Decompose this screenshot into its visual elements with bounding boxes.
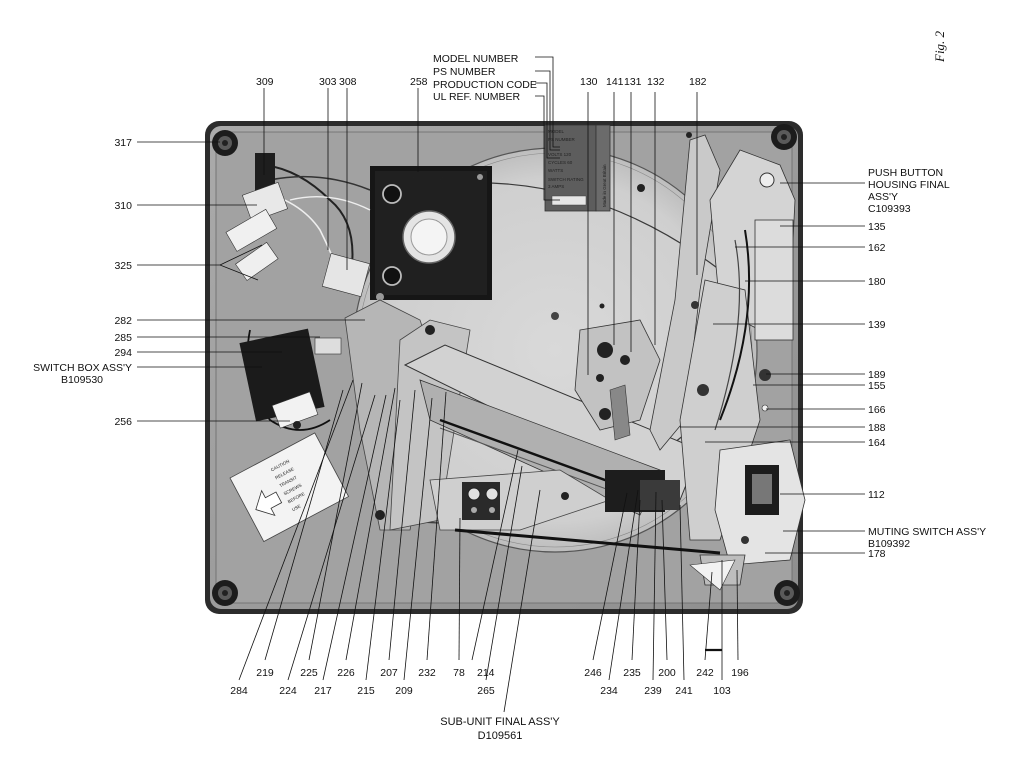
callout-235: 235: [623, 667, 641, 679]
push-button-line-2: HOUSING FINAL: [868, 179, 950, 191]
callout-209: 209: [395, 685, 413, 697]
rating-plate-line-6: 3 AMPS: [548, 184, 564, 189]
foot-top-right: [771, 124, 797, 150]
callout-215: 215: [357, 685, 375, 697]
rating-plate: MODEL PS NUMBER VOLTS 120 CYCLES 60 WATT…: [544, 124, 611, 212]
callout-325: 325: [114, 260, 132, 272]
callout-225: 225: [300, 667, 318, 679]
made-in-text: Made in Great Britain: [602, 164, 607, 207]
callout-317: 317: [114, 137, 132, 149]
caution-line-5: USE: [291, 503, 302, 512]
callout-310: 310: [114, 200, 132, 212]
foot-top-left: [212, 130, 238, 156]
foot-bottom-left: [212, 580, 238, 606]
info-label-ps-number: PS NUMBER: [433, 66, 496, 78]
rating-plate-line-4: WATTS: [548, 168, 563, 173]
callout-217: 217: [314, 685, 332, 697]
callout-285: 285: [114, 332, 132, 344]
figure-label: Fig. 2: [932, 30, 947, 63]
callout-226: 226: [337, 667, 355, 679]
callout-131: 131: [624, 76, 642, 88]
info-label-model-number: MODEL NUMBER: [433, 53, 519, 65]
rating-plate-line-2: VOLTS 120: [548, 152, 572, 157]
callout-166: 166: [868, 404, 886, 416]
callout-139: 139: [868, 319, 886, 331]
rating-plate-line-1: PS NUMBER: [548, 137, 576, 142]
callout-284: 284: [230, 685, 248, 697]
callout-180: 180: [868, 276, 886, 288]
motor-plate-text: 4 5 6 TURN INTO: [412, 176, 448, 181]
callout-112: 112: [868, 489, 885, 501]
callout-141: 141: [606, 76, 624, 88]
callout-200: 200: [658, 667, 676, 679]
callout-239: 239: [644, 685, 662, 697]
push-button-line-1: PUSH BUTTON: [868, 167, 943, 179]
callout-303: 303: [319, 76, 337, 88]
rating-plate-line-5: SWITCH RATING: [548, 177, 584, 182]
switch-box-part-number: B109530: [61, 374, 103, 386]
screw-icon: [637, 184, 645, 192]
sub-unit-part-number: D109561: [478, 730, 523, 742]
callout-182: 182: [689, 76, 707, 88]
motor-assembly: 4 5 6 TURN INTO: [370, 166, 492, 301]
callout-132: 132: [647, 76, 665, 88]
callout-196: 196: [731, 667, 749, 679]
screw-icon: [686, 132, 692, 138]
rating-plate-line-3: CYCLES 60: [548, 160, 573, 165]
callout-308: 308: [339, 76, 357, 88]
leader-lines: [137, 56, 865, 713]
foot-bottom-right: [774, 580, 800, 606]
corner-feet: [212, 124, 800, 606]
info-label-production-code: PRODUCTION CODE: [433, 79, 537, 91]
callout-188: 188: [868, 422, 886, 434]
cam-mechanism: [574, 319, 661, 441]
callout-242: 242: [696, 667, 714, 679]
callout-214: 214: [477, 667, 495, 679]
callout-246: 246: [584, 667, 602, 679]
callout-219: 219: [256, 667, 274, 679]
muting-switch-part-number: B109392: [868, 538, 910, 550]
push-button-line-3: ASS'Y: [868, 191, 898, 203]
callout-256: 256: [114, 416, 132, 428]
callout-309: 309: [256, 76, 274, 88]
callout-241: 241: [675, 685, 693, 697]
info-label-ul-ref-number: UL REF. NUMBER: [433, 91, 521, 103]
callout-103: 103: [713, 685, 731, 697]
mechanism-plate: [649, 134, 806, 591]
push-button-part-number: C109393: [868, 203, 911, 215]
callout-78: 78: [453, 667, 465, 679]
callout-162: 162: [868, 242, 886, 254]
callout-258: 258: [410, 76, 428, 88]
callout-265: 265: [477, 685, 495, 697]
sub-unit-label: SUB-UNIT FINAL ASS'Y: [440, 716, 560, 728]
callout-282: 282: [114, 315, 132, 327]
callout-189: 189: [868, 369, 886, 381]
callout-234: 234: [600, 685, 618, 697]
callout-232: 232: [418, 667, 436, 679]
screw-icon: [599, 303, 605, 309]
rating-plate-line-0: MODEL: [548, 129, 565, 134]
callout-164: 164: [868, 437, 886, 449]
callout-178: 178: [868, 548, 886, 560]
callout-207: 207: [380, 667, 398, 679]
callout-294: 294: [114, 347, 132, 359]
caution-label: CAUTION RELEASE TRANSIT SCREWS BEFORE US…: [229, 432, 350, 543]
muting-switch-label: MUTING SWITCH ASS'Y: [868, 526, 986, 538]
callout-130: 130: [580, 76, 598, 88]
callout-155: 155: [868, 380, 886, 392]
callout-224: 224: [279, 685, 297, 697]
callout-135: 135: [868, 221, 886, 233]
switch-box-label: SWITCH BOX ASS'Y: [33, 362, 132, 374]
